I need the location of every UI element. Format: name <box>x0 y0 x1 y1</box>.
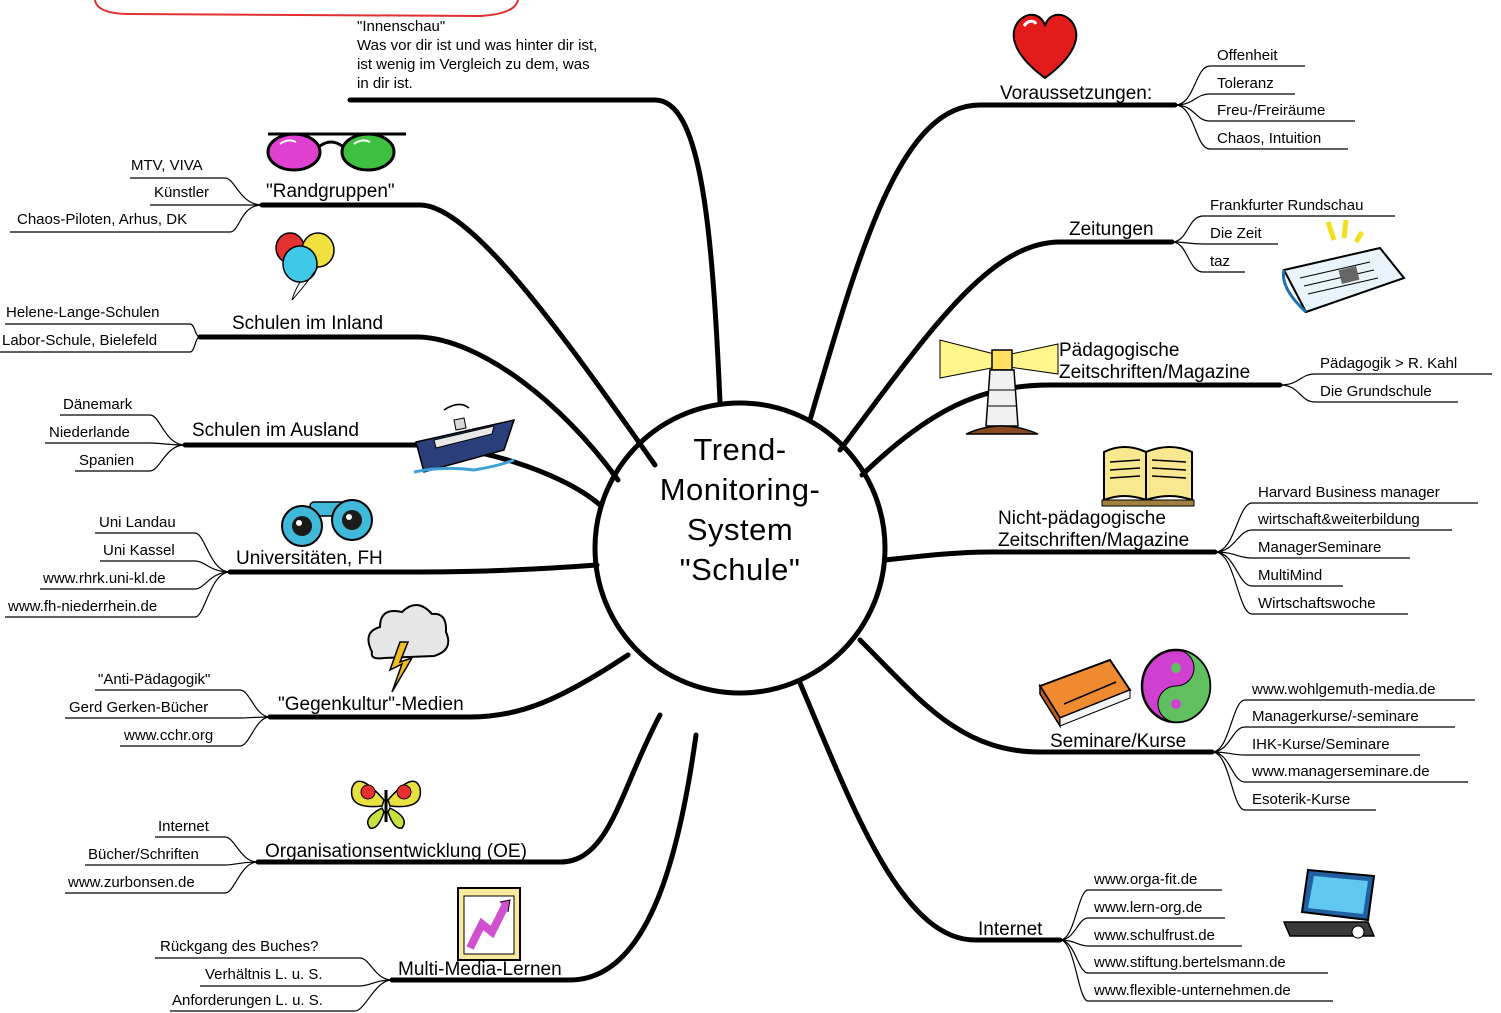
internet-item: www.flexible-unternehmen.de <box>1094 982 1291 999</box>
paed-label-line: Zeitschriften/Magazine <box>1059 362 1251 383</box>
main-branches <box>182 97 1283 983</box>
zeitungen-item: taz <box>1210 253 1231 270</box>
branch-multimedia-label: Multi-Media-Lernen <box>398 959 562 980</box>
randgruppen-item: MTV, VIVA <box>131 157 203 174</box>
inland-item: Labor-Schule, Bielefeld <box>2 332 158 349</box>
closed-book-icon <box>1038 658 1132 729</box>
central-topic-line: Trend- <box>693 432 787 467</box>
branch-uni-label: Universitäten, FH <box>236 548 383 569</box>
central-topic-line: "Schule" <box>679 552 801 587</box>
seminare-item: www.wohlgemuth-media.de <box>1252 681 1436 698</box>
zeitungen-item: Die Zeit <box>1210 225 1262 242</box>
uni-item: www.rhrk.uni-kl.de <box>43 570 166 587</box>
ship-icon <box>413 403 516 474</box>
internet-item: www.lern-org.de <box>1094 899 1203 916</box>
open-book-icon <box>1101 446 1195 507</box>
butterfly-icon <box>350 780 422 829</box>
seminare-item: Managerkurse/-seminare <box>1252 708 1419 725</box>
nichtpaed-item: MultiMind <box>1258 567 1323 584</box>
gegenkultur-item: www.cchr.org <box>124 727 214 744</box>
central-topic-circle <box>592 400 888 696</box>
paed-label-line: Pädagogische <box>1059 340 1180 361</box>
branch-voraussetzungen-label: Voraussetzungen: <box>1000 83 1153 104</box>
gegenkultur-item: Gerd Gerken-Bücher <box>69 699 209 716</box>
nichtpaed-item: Wirtschaftswoche <box>1258 595 1376 612</box>
seminare-item: www.managerseminare.de <box>1252 763 1430 780</box>
zeitungen-item: Frankfurter Rundschau <box>1210 197 1364 214</box>
nichtpaed-item: ManagerSeminare <box>1258 539 1382 556</box>
paed-item: Die Grundschule <box>1320 383 1432 400</box>
sunglasses-icon <box>266 132 406 172</box>
internet-item: www.stiftung.bertelsmann.de <box>1094 954 1286 971</box>
paed-item: Pädagogik > R. Kahl <box>1320 355 1458 372</box>
uni-item: www.fh-niederrhein.de <box>8 598 158 615</box>
branch-inland-label: Schulen im Inland <box>232 313 384 334</box>
uni-item: Uni Kassel <box>103 542 175 559</box>
branch-internet-label: Internet <box>978 919 1043 940</box>
branch-seminare-label: Seminare/Kurse <box>1050 731 1187 752</box>
oe-item: Internet <box>158 818 209 835</box>
chart-card-icon <box>457 887 521 961</box>
multimedia-item: Verhältnis L. u. S. <box>205 966 323 983</box>
storm-cloud-icon <box>367 604 450 693</box>
branch-nichtpaed-label: Nicht-pädagogische Zeitschriften/Magazin… <box>998 508 1189 552</box>
branch-gegenkultur-label: "Gegenkultur"-Medien <box>278 694 464 715</box>
branch-ausland-label: Schulen im Ausland <box>192 420 359 441</box>
inland-item: Helene-Lange-Schulen <box>6 304 160 321</box>
newspaper-icon <box>1281 219 1406 314</box>
nichtpaed-label-line: Zeitschriften/Magazine <box>998 530 1190 551</box>
internet-item: www.orga-fit.de <box>1094 871 1198 888</box>
binoculars-icon <box>281 499 373 547</box>
central-topic: Trend- Monitoring- System "Schule" <box>600 430 880 590</box>
uni-item: Uni Landau <box>99 514 176 531</box>
central-topic-line: Monitoring- <box>659 472 821 507</box>
nichtpaed-item: wirtschaft&weiterbildung <box>1258 511 1420 528</box>
seminare-item: IHK-Kurse/Seminare <box>1252 736 1390 753</box>
randgruppen-item: Künstler <box>154 184 210 201</box>
seminare-item: Esoterik-Kurse <box>1252 791 1351 808</box>
ausland-item: Dänemark <box>63 396 133 413</box>
cloud-outline-shape <box>94 0 519 18</box>
branch-paed-label: Pädagogische Zeitschriften/Magazine <box>1059 340 1250 384</box>
branch-oe-label: Organisationsentwicklung (OE) <box>265 841 527 862</box>
yin-yang-icon <box>1140 648 1212 724</box>
laptop-icon <box>1282 868 1376 939</box>
oe-item: www.zurbonsen.de <box>68 874 195 891</box>
innenschau-quote: "Innenschau" Was vor dir ist und was hin… <box>357 18 598 92</box>
nichtpaed-item: Harvard Business manager <box>1258 484 1440 501</box>
multimedia-item: Anforderungen L. u. S. <box>172 992 323 1009</box>
balloons-icon <box>275 232 335 301</box>
sub-branches <box>0 65 1492 1012</box>
voraussetzungen-item: Chaos, Intuition <box>1217 130 1322 147</box>
nichtpaed-label-line: Nicht-pädagogische <box>998 508 1166 529</box>
internet-item: www.schulfrust.de <box>1094 927 1215 944</box>
branch-randgruppen-label: "Randgruppen" <box>266 181 395 202</box>
lighthouse-icon <box>939 339 1059 435</box>
central-topic-line: System <box>686 512 794 547</box>
ausland-item: Niederlande <box>49 424 130 441</box>
oe-item: Bücher/Schriften <box>88 846 199 863</box>
heart-icon <box>1012 13 1078 80</box>
ausland-item: Spanien <box>79 452 135 469</box>
multimedia-item: Rückgang des Buches? <box>160 938 319 955</box>
voraussetzungen-item: Freu-/Freiräume <box>1217 102 1326 119</box>
gegenkultur-item: "Anti-Pädagogik" <box>98 671 211 688</box>
voraussetzungen-item: Toleranz <box>1217 75 1274 92</box>
voraussetzungen-item: Offenheit <box>1217 47 1278 64</box>
randgruppen-item: Chaos-Piloten, Arhus, DK <box>17 211 188 228</box>
branch-zeitungen-label: Zeitungen <box>1069 219 1154 240</box>
